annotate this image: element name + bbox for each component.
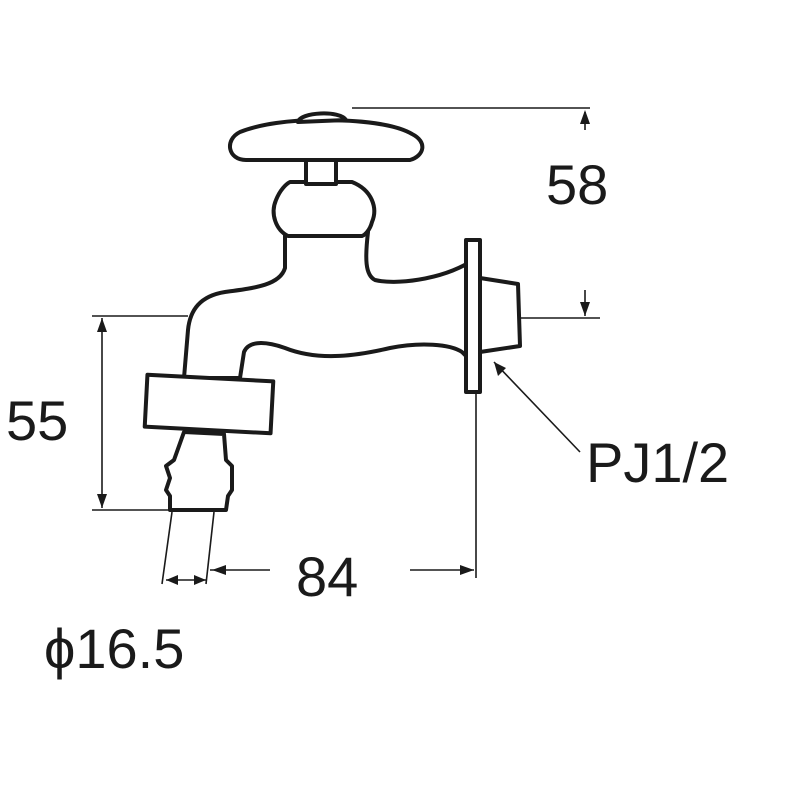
faucet-body — [142, 111, 522, 512]
hose-connector — [164, 430, 234, 512]
dimension-lines — [92, 107, 600, 585]
handle — [228, 118, 425, 162]
dimension-55: 55 — [6, 389, 68, 452]
dimension-84: 84 — [296, 545, 358, 608]
spout — [182, 230, 472, 380]
hose-nut — [142, 372, 276, 436]
dimension-diameter: ϕ16.5 — [44, 617, 184, 680]
valve-stem — [304, 158, 338, 186]
handle-cap — [296, 111, 348, 124]
threaded-inlet — [478, 276, 522, 354]
dimension-58: 58 — [546, 153, 608, 216]
valve-bonnet — [271, 180, 377, 238]
dimension-thread: PJ1/2 — [586, 431, 729, 494]
mounting-flange — [464, 238, 482, 394]
